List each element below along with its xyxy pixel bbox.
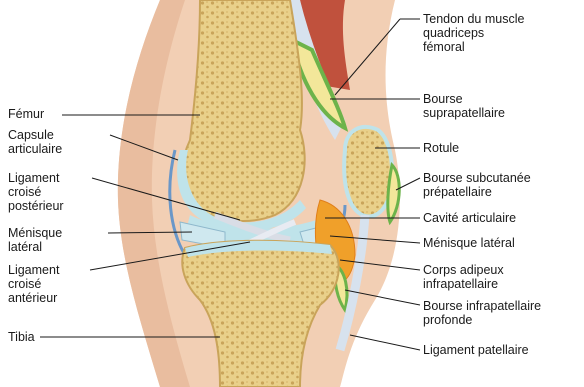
label-line: infrapatellaire <box>423 277 504 291</box>
label-anterior-cruciate: Ligament croisé antérieur <box>8 263 59 305</box>
label-suprapatellar-bursa: Bourse suprapatellaire <box>423 92 505 120</box>
label-prepatellar-bursa: Bourse subcutanée prépatellaire <box>423 171 531 199</box>
label-articular-cavity: Cavité articulaire <box>423 211 516 225</box>
label-line: suprapatellaire <box>423 106 505 120</box>
label-line: Ligament patellaire <box>423 343 529 357</box>
label-line: croisé <box>8 277 59 291</box>
label-line: Bourse subcutanée <box>423 171 531 185</box>
label-femur: Fémur <box>8 107 44 121</box>
label-line: articulaire <box>8 142 62 156</box>
label-tibia: Tibia <box>8 330 35 344</box>
label-line: postérieur <box>8 199 64 213</box>
label-line: Rotule <box>423 141 459 155</box>
label-line: latéral <box>8 240 62 254</box>
label-lateral-meniscus-left: Ménisque latéral <box>8 226 62 254</box>
label-line: Fémur <box>8 107 44 121</box>
label-line: Ménisque latéral <box>423 236 515 250</box>
label-quadriceps-tendon: Tendon du muscle quadriceps fémoral <box>423 12 524 54</box>
label-deep-infrapatellar-bursa: Bourse infrapatellaire profonde <box>423 299 541 327</box>
label-line: Tibia <box>8 330 35 344</box>
label-patella: Rotule <box>423 141 459 155</box>
label-line: Tendon du muscle <box>423 12 524 26</box>
label-line: Ligament <box>8 263 59 277</box>
label-patellar-ligament: Ligament patellaire <box>423 343 529 357</box>
femur-bone <box>183 0 305 221</box>
label-line: croisé <box>8 185 64 199</box>
label-line: prépatellaire <box>423 185 531 199</box>
label-line: Bourse <box>423 92 505 106</box>
label-line: profonde <box>423 313 541 327</box>
label-capsule: Capsule articulaire <box>8 128 62 156</box>
label-line: Capsule <box>8 128 62 142</box>
label-line: Bourse infrapatellaire <box>423 299 541 313</box>
label-posterior-cruciate: Ligament croisé postérieur <box>8 171 64 213</box>
label-line: Ménisque <box>8 226 62 240</box>
label-infrapatellar-fat-pad: Corps adipeux infrapatellaire <box>423 263 504 291</box>
patella <box>344 127 392 217</box>
label-line: quadriceps <box>423 26 524 40</box>
label-line: fémoral <box>423 40 524 54</box>
label-line: antérieur <box>8 291 59 305</box>
label-line: Corps adipeux <box>423 263 504 277</box>
label-line: Cavité articulaire <box>423 211 516 225</box>
label-line: Ligament <box>8 171 64 185</box>
label-lateral-meniscus-right: Ménisque latéral <box>423 236 515 250</box>
